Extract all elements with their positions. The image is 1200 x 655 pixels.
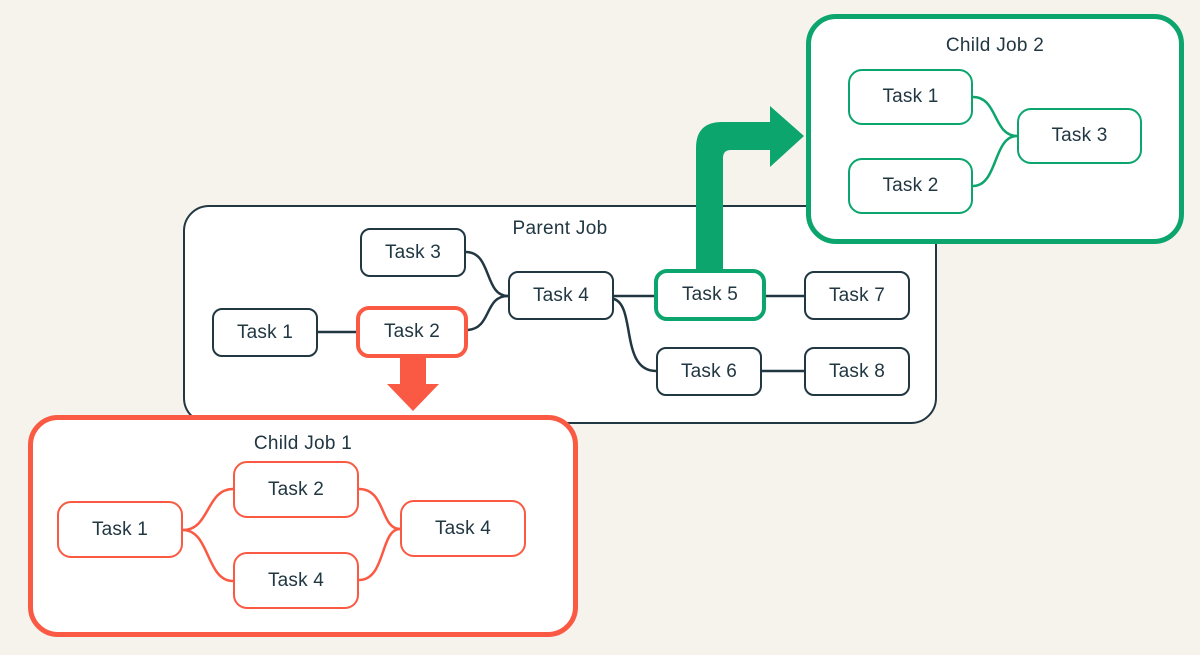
child1-task-right: Task 4 xyxy=(400,500,526,557)
child2-task-2: Task 2 xyxy=(848,158,973,214)
parent-task-5-highlighted-green: Task 5 xyxy=(654,269,766,321)
parent-job-title: Parent Job xyxy=(512,218,608,239)
child2-task-1: Task 1 xyxy=(848,69,973,125)
child1-task-bottom: Task 4 xyxy=(233,552,359,609)
parent-task-1: Task 1 xyxy=(212,308,318,357)
child2-task-3: Task 3 xyxy=(1017,108,1142,164)
parent-task-2-highlighted-red: Task 2 xyxy=(356,306,468,358)
parent-task-7: Task 7 xyxy=(804,271,910,320)
parent-task-3: Task 3 xyxy=(360,228,466,277)
child-job-1-title: Child Job 1 xyxy=(253,433,353,454)
child1-task-left: Task 1 xyxy=(57,501,183,558)
child1-task-top: Task 2 xyxy=(233,461,359,518)
child-job-2-title: Child Job 2 xyxy=(945,35,1045,56)
parent-task-4: Task 4 xyxy=(508,271,614,320)
parent-task-8: Task 8 xyxy=(804,347,910,396)
parent-task-6: Task 6 xyxy=(656,347,762,396)
